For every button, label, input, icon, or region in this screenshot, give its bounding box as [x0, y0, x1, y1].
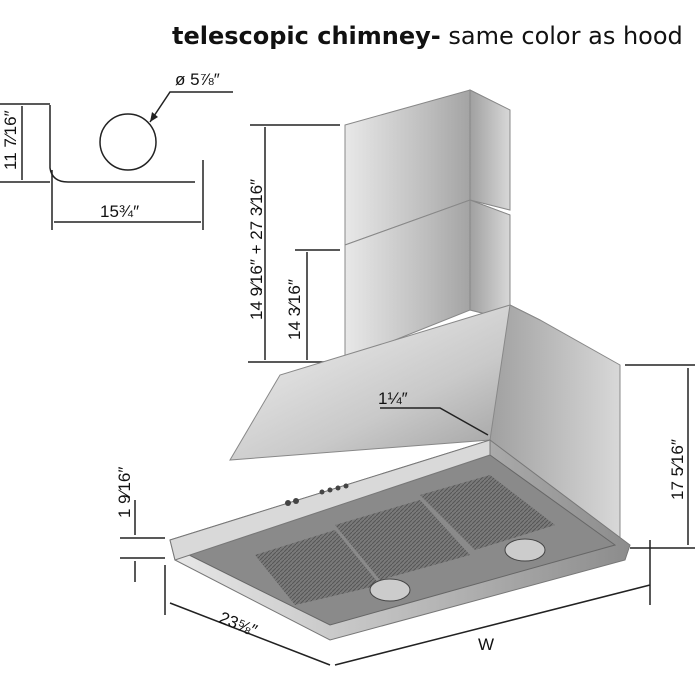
chimney: [344, 89, 511, 361]
title-normal: same color as hood: [440, 22, 683, 50]
depth-label: 23⅝″: [217, 608, 260, 640]
duct-depth-label: 15¾″: [100, 202, 139, 221]
duct-height-label: 11 7⁄16″: [1, 110, 20, 170]
depth-width-lines: [169, 540, 651, 666]
front-lip-lines: [120, 500, 166, 615]
duct-diameter-label: ø 5⅞″: [175, 70, 220, 89]
control-button[interactable]: [293, 498, 299, 504]
control-button[interactable]: [327, 487, 333, 493]
control-button[interactable]: [285, 500, 291, 506]
chimney-dimension-lines: [248, 124, 340, 363]
hood-height-lines: [625, 364, 695, 549]
hood-height-label: 17 5⁄16″: [668, 439, 687, 500]
control-buttons: [285, 483, 349, 506]
width-label: W: [478, 635, 494, 654]
canopy-edge-label: 1¼″: [378, 389, 408, 408]
canopy-edge-leader: [380, 407, 489, 436]
front-lip-label: 1 9⁄16″: [115, 467, 134, 518]
chimney-total-label: 14 9⁄16″ + 27 3⁄16″: [247, 179, 266, 320]
control-button[interactable]: [335, 485, 341, 491]
hood-body: [169, 304, 631, 641]
chimney-lower-label: 14 3⁄16″: [285, 279, 304, 340]
diagram-title: telescopic chimney- same color as hood: [172, 22, 683, 50]
title-bold: telescopic chimney-: [172, 22, 441, 50]
control-button[interactable]: [319, 489, 325, 495]
control-button[interactable]: [343, 483, 349, 489]
duct-top-view: [0, 91, 233, 230]
